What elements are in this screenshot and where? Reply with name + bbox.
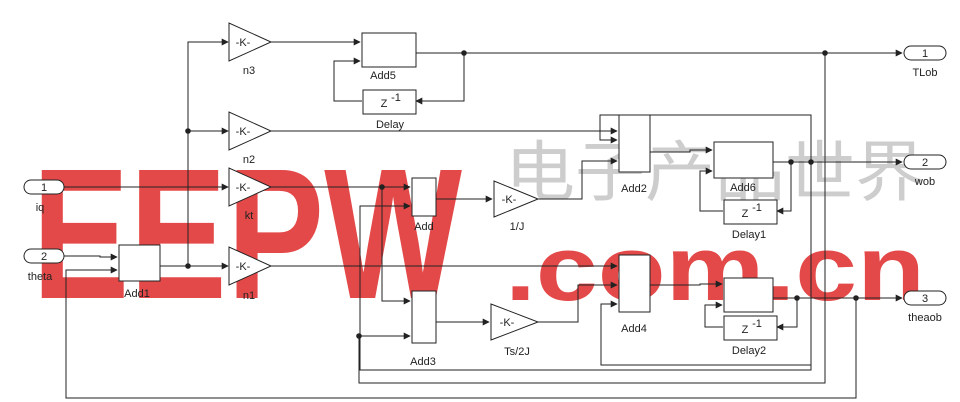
outport-wob[interactable]: 2 wob: [903, 154, 947, 188]
inport-theta-number: 2: [41, 251, 47, 263]
wire-delay-add5: [333, 57, 362, 102]
delay1-glyph: Z: [742, 208, 749, 220]
wire-wob-add4: [600, 300, 812, 366]
watermark-logo: EEPW: [32, 131, 462, 338]
gain-n1-glyph: -K-: [236, 261, 251, 273]
inport-theta[interactable]: 2 theta: [23, 248, 65, 283]
gain-ts2j-label: Ts/2J: [504, 346, 530, 358]
junction-theaob: [853, 295, 859, 301]
gain-n2[interactable]: -K- n2: [228, 111, 273, 166]
gain-inv-j[interactable]: -K- 1/J: [493, 180, 540, 233]
junction-add5: [461, 50, 467, 56]
sum-add5[interactable]: Add5: [361, 32, 417, 82]
gain-inv-j-glyph: -K-: [502, 194, 517, 206]
wire-add4-sum: [650, 280, 723, 288]
outport-theaob-label: theaob: [908, 312, 942, 324]
sum-add3-label: Add3: [410, 356, 436, 368]
sum-add-label: Add: [414, 221, 434, 233]
outport-wob-label: wob: [914, 176, 935, 188]
outport-tlob-number: 1: [922, 48, 928, 60]
sum-add3[interactable]: Add3: [410, 290, 437, 368]
junction-n1: [185, 263, 191, 269]
delay1-block[interactable]: Z -1 Delay1: [723, 199, 778, 241]
junction-kt: [379, 184, 385, 190]
sum-add4[interactable]: Add4: [618, 254, 651, 335]
outport-theaob-number: 3: [922, 293, 928, 305]
wire-add6-delay1: [776, 162, 792, 215]
wire-delay2-sum: [704, 301, 723, 328]
inport-iq[interactable]: 1 iq: [23, 179, 65, 214]
sum-add2[interactable]: Add2: [618, 114, 651, 195]
sum-theaob[interactable]: [723, 277, 774, 313]
gain-kt-glyph: -K-: [236, 182, 251, 194]
gain-n3[interactable]: -K- n3: [228, 22, 273, 77]
sum-add5-label: Add5: [370, 70, 396, 82]
wire-theaob-add1: [65, 266, 857, 399]
gain-ts2j-glyph: -K-: [500, 317, 515, 329]
wire-sum-delay2: [776, 298, 798, 331]
junction-add3: [356, 333, 362, 339]
sum-add6[interactable]: Add6: [713, 141, 774, 194]
junction-n2: [185, 128, 191, 134]
sum-add6-label: Add6: [730, 182, 756, 194]
gain-n2-label: n2: [243, 154, 255, 166]
gain-n3-glyph: -K-: [236, 37, 251, 49]
wire-tlob-add3: [358, 53, 826, 384]
delay2-glyph-exp: -1: [752, 318, 762, 330]
wire-bus-n3: [187, 38, 229, 266]
outport-tlob-label: TLob: [912, 67, 937, 79]
wires: [64, 38, 903, 399]
wire-add5-delay: [415, 53, 465, 105]
junction-tlob: [822, 50, 828, 56]
gain-n2-glyph: -K-: [236, 126, 251, 138]
sum-add[interactable]: Add: [411, 177, 437, 233]
delay1-label: Delay1: [732, 229, 766, 241]
sum-add2-label: Add2: [621, 183, 647, 195]
outport-wob-number: 2: [922, 157, 928, 169]
outport-tlob[interactable]: 1 TLob: [903, 45, 947, 79]
wire-wob-add2: [599, 114, 812, 162]
delay-glyph: Z: [381, 98, 388, 110]
wire-invj-add2: [538, 157, 618, 200]
junction-sum: [794, 295, 800, 301]
delay2-label: Delay2: [732, 345, 766, 357]
sum-add1[interactable]: Add1: [118, 244, 161, 300]
gain-n1[interactable]: -K- n1: [228, 246, 273, 302]
watermark: EEPW .com.cn 电子产品世界: [32, 131, 925, 338]
gain-kt-label: kt: [245, 210, 254, 222]
wire-delay1-add6: [699, 167, 723, 212]
gain-ts2j[interactable]: -K- Ts/2J: [490, 303, 540, 358]
gain-kt[interactable]: -K- kt: [228, 167, 273, 222]
inport-iq-number: 1: [41, 182, 47, 194]
gain-n1-label: n1: [243, 290, 255, 302]
sum-add1-label: Add1: [124, 288, 150, 300]
gain-inv-j-label: 1/J: [510, 221, 525, 233]
wire-theta-add1: [64, 253, 118, 261]
outport-theaob[interactable]: 3 theaob: [903, 290, 947, 324]
inport-iq-label: iq: [36, 202, 45, 214]
wire-ts2j-add4: [538, 281, 618, 323]
delay2-block[interactable]: Z -1 Delay2: [723, 315, 778, 357]
junction-wob: [808, 159, 814, 165]
watermark-domain: .com.cn: [505, 218, 925, 320]
delay2-glyph: Z: [742, 324, 749, 336]
wire-add2-add6: [650, 146, 713, 154]
delay-label: Delay: [376, 119, 405, 131]
junction-add6: [788, 159, 794, 165]
gain-n3-label: n3: [243, 65, 255, 77]
junctions: [185, 50, 859, 339]
delay-glyph-exp: -1: [391, 92, 401, 104]
sum-add4-label: Add4: [621, 323, 647, 335]
delay-block[interactable]: Z -1 Delay: [362, 89, 417, 131]
inport-theta-label: theta: [28, 271, 53, 283]
delay1-glyph-exp: -1: [752, 202, 762, 214]
wire-kt-add3: [381, 187, 411, 305]
